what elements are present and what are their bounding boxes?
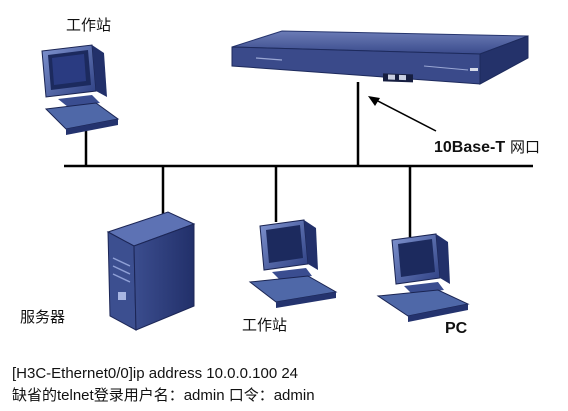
workstation-bottom-icon	[248, 219, 338, 308]
port-callout-arrow	[368, 96, 437, 132]
pc-label: PC	[445, 320, 468, 337]
network-bus	[64, 82, 533, 237]
port-label-suffix: 网口	[509, 138, 540, 156]
port-label: 10Base-T 网口	[434, 140, 540, 156]
server-icon	[106, 211, 196, 331]
server-label: 服务器	[20, 308, 66, 326]
command-line-1: [H3C-Ethernet0/0]ip address 10.0.0.100 2…	[12, 365, 299, 382]
command-line-2: 缺省的telnet登录用户名：admin 口令：admin	[12, 387, 315, 404]
pc-icon	[376, 233, 470, 322]
port-label-bold: 10Base-T	[434, 139, 506, 156]
workstation-top-icon	[41, 44, 120, 135]
workstation-bottom-label: 工作站	[242, 316, 288, 334]
switch-device-icon	[231, 30, 529, 85]
workstation-top-label: 工作站	[66, 16, 112, 34]
